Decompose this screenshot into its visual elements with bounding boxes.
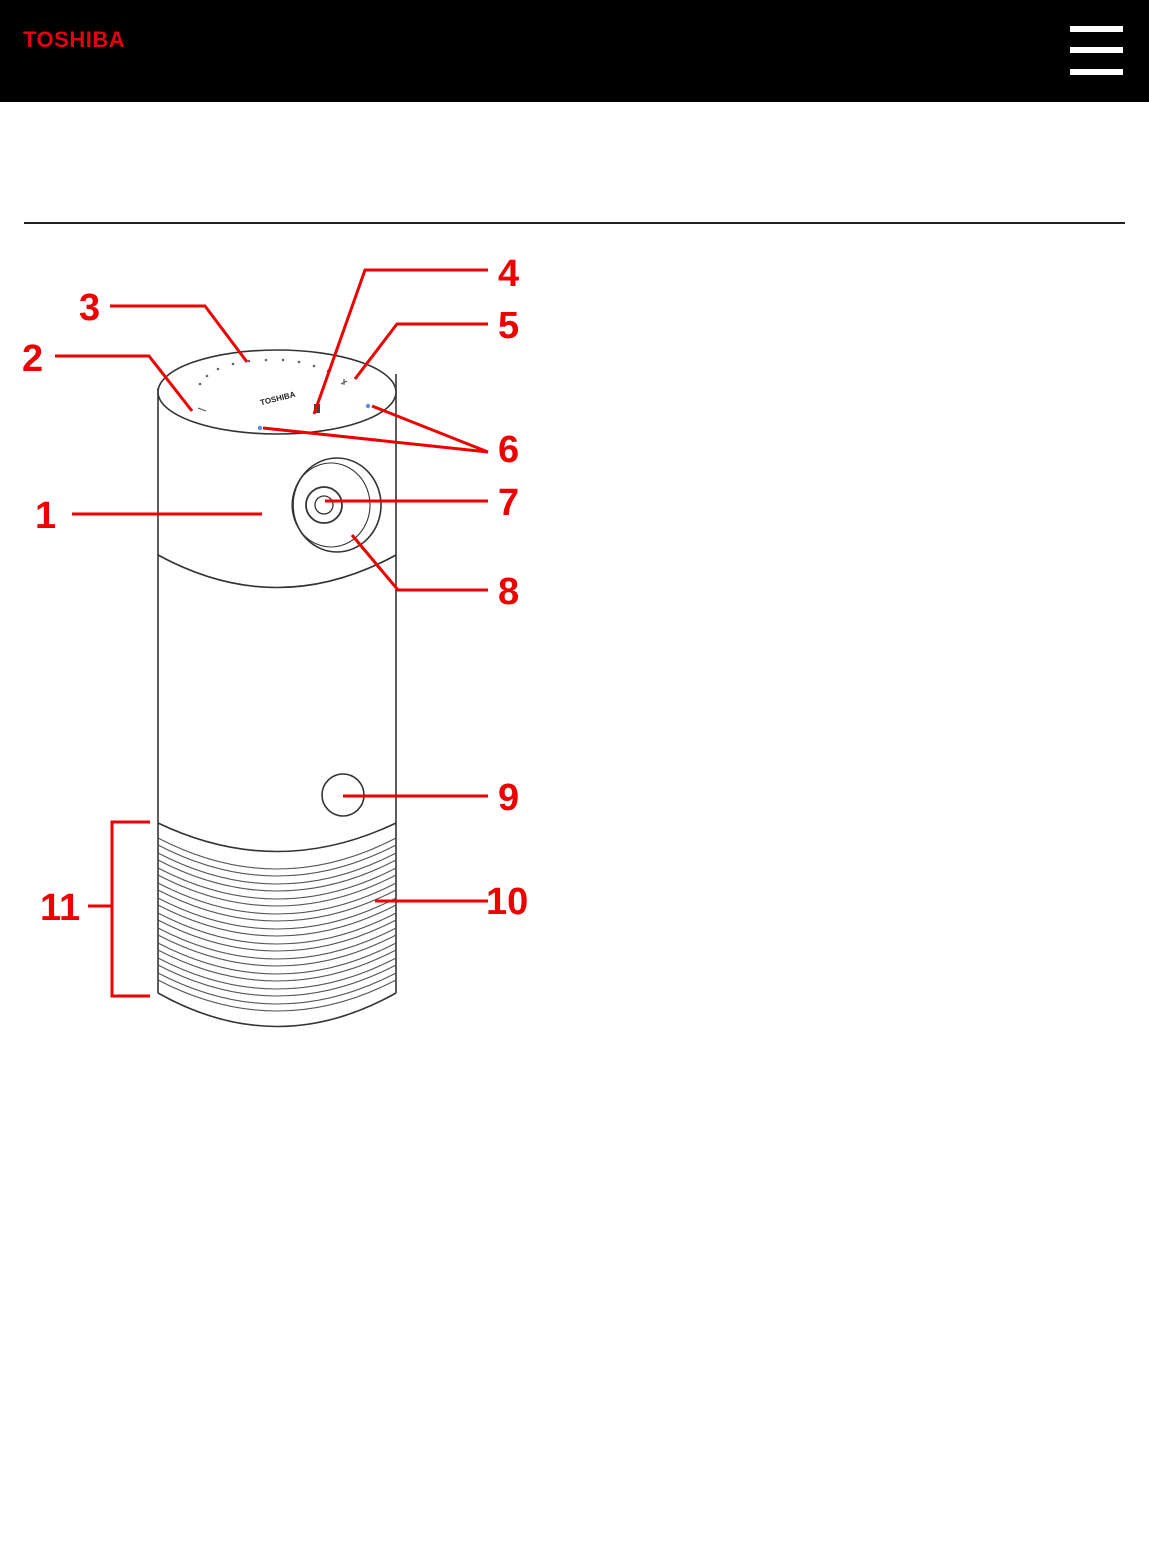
menu-bar bbox=[1070, 26, 1123, 32]
hamburger-menu-icon[interactable] bbox=[1070, 26, 1123, 78]
toshiba-logo[interactable]: TOSHIBA bbox=[23, 27, 125, 53]
device-top bbox=[158, 350, 396, 434]
callout-4: 4 bbox=[498, 253, 519, 295]
callout-8: 8 bbox=[498, 571, 519, 613]
menu-bar bbox=[1070, 69, 1123, 75]
top-bar: TOSHIBA bbox=[0, 0, 1149, 102]
callout-3: 3 bbox=[79, 287, 100, 329]
speaker-grille bbox=[158, 838, 396, 1011]
callout-5: 5 bbox=[498, 305, 519, 347]
callout-9: 9 bbox=[498, 777, 519, 819]
camera-lens bbox=[292, 458, 381, 552]
callout-7: 7 bbox=[498, 482, 519, 524]
device-diagram: TOSHIBA 1 2 bbox=[0, 240, 560, 1040]
device-body bbox=[158, 350, 396, 1027]
menu-bar bbox=[1070, 47, 1123, 53]
section-divider bbox=[24, 222, 1125, 224]
callout-2: 2 bbox=[22, 338, 43, 380]
callout-10: 10 bbox=[486, 881, 528, 923]
callout-1: 1 bbox=[35, 495, 56, 537]
callout-11: 11 bbox=[40, 887, 80, 929]
callout-6: 6 bbox=[498, 429, 519, 471]
